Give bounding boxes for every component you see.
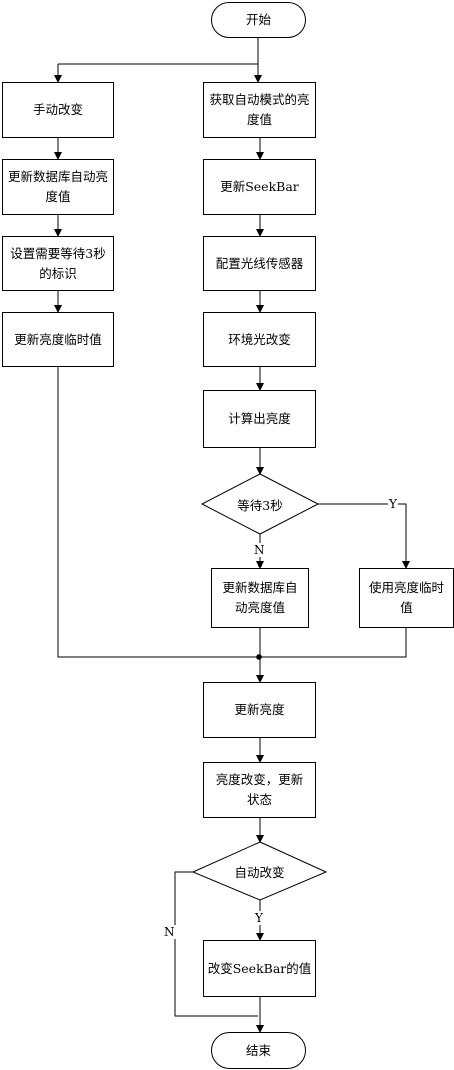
update-temp-value-box: 更新亮度临时值 [2, 312, 114, 367]
update-seekbar-label: 更新SeekBar [220, 179, 299, 194]
wait-no-dot [258, 563, 262, 567]
calc-brightness-label: 计算出亮度 [228, 411, 291, 426]
start-terminal: 开始 [211, 2, 306, 38]
edge-temp-use-to-merge [260, 628, 407, 658]
use-temp-value-box: 使用亮度临时 值 [359, 568, 454, 628]
set-wait-flag-label: 设置需要等待3秒 的标识 [10, 245, 106, 281]
change-seekbar-box: 改变SeekBar的值 [203, 940, 316, 997]
update-db-mid-box: 更新数据库自 动亮度值 [211, 568, 309, 628]
config-sensor-label: 配置光线传感器 [215, 255, 304, 271]
end-terminal: 结束 [211, 1032, 306, 1069]
wait-decision: 等待3秒 [202, 474, 318, 534]
brightness-changed-label: 亮度改变，更新 状态 [215, 772, 304, 807]
start-label: 开始 [245, 12, 271, 27]
update-db-left-label: 更新数据库自动亮 度值 [7, 169, 108, 204]
wait-no-label: N [253, 543, 266, 557]
change-seekbar-label: 改变SeekBar的值 [207, 960, 312, 976]
get-auto-value-label: 获取自动模式的亮 度值 [209, 92, 310, 127]
calc-brightness-box: 计算出亮度 [203, 390, 316, 448]
edge-wait-yes [318, 503, 410, 569]
get-auto-value-box: 获取自动模式的亮 度值 [203, 82, 316, 138]
update-brightness-box: 更新亮度 [203, 682, 316, 738]
update-brightness-label: 更新亮度 [234, 702, 285, 717]
auto-change-label: 自动改变 [234, 864, 285, 880]
use-temp-value-label: 使用亮度临时 值 [368, 580, 444, 615]
edge-temp-to-merge [57, 367, 258, 658]
config-sensor-box: 配置光线传感器 [203, 236, 316, 291]
env-light-change-box: 环境光改变 [203, 312, 316, 367]
wait-decision-label: 等待3秒 [237, 497, 283, 513]
manual-change-label: 手动改变 [32, 102, 83, 117]
update-db-left-box: 更新数据库自动亮 度值 [2, 159, 114, 215]
merge-junction-dot [256, 654, 262, 660]
update-temp-value-label: 更新亮度临时值 [14, 331, 102, 347]
decision-auto-shape [191, 841, 328, 901]
update-db-mid-label: 更新数据库自 动亮度值 [222, 580, 298, 615]
decision-wait-shape [200, 473, 320, 535]
auto-change-decision: 自动改变 [193, 842, 326, 900]
update-seekbar-box: 更新SeekBar [203, 159, 316, 215]
auto-yes-label: Y [254, 911, 264, 925]
wait-yes-label: Y [388, 497, 398, 511]
set-wait-flag-box: 设置需要等待3秒 的标识 [2, 236, 114, 291]
end-label: 结束 [245, 1042, 271, 1058]
manual-change-box: 手动改变 [2, 82, 114, 138]
auto-no-label: N [163, 925, 176, 939]
edge-auto-no [174, 871, 258, 1017]
brightness-changed-box: 亮度改变，更新 状态 [203, 762, 316, 818]
env-light-change-label: 环境光改变 [228, 331, 291, 347]
